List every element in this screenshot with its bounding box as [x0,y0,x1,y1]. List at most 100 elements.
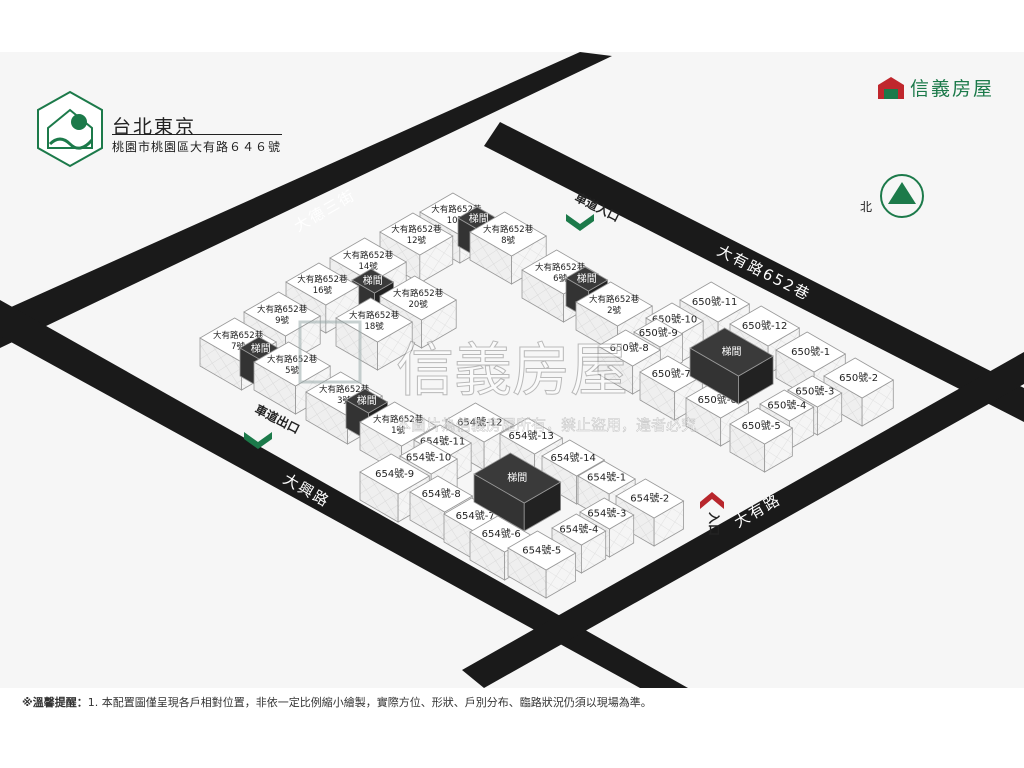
stair-650-roof [689,327,774,377]
unit-650-3-roof [633,318,684,348]
building-20-label: 大有路652巷 [393,288,444,299]
unit-650-6-roof [775,331,847,373]
brand-house-icon [878,76,904,99]
unit-650-10-label: 650號-3 [795,385,834,398]
unit-650-3-label: 650號-9 [639,326,678,339]
brand-logo: 信義房屋 [878,74,994,101]
stair-8-10-label: 梯間 [469,212,489,225]
footer-note-prefix: ※溫馨提醒： [22,696,88,709]
unit-654-2-roof [499,417,564,455]
unit-654-11-roof [579,497,635,530]
brand-name: 信義房屋 [910,78,995,100]
building-1-label: 大有路652巷 [373,414,424,425]
pedestrian-entrance-label: 入口 [707,512,721,536]
stair-7-5-label: 梯間 [251,342,271,355]
unit-654-6: 654號-9 [359,453,431,523]
stair-654: 梯間 [473,452,562,532]
unit-650-8: 650號-2 [823,357,895,427]
unit-654-10-label: 654號-7 [456,509,495,522]
stair-650-label: 梯間 [722,345,742,358]
unit-650-1-label: 650號-11 [692,295,737,308]
building-3-label: 大有路652巷 [319,384,370,395]
unit-654-4-roof [399,440,458,475]
unit-650-10-roof [787,375,843,408]
unit-654-12-label: 654號-6 [482,527,521,540]
building-20-label: 20號 [408,299,428,310]
community-logo-icon [37,90,103,168]
unit-650-1-roof [679,281,751,323]
building-1-label: 1號 [391,425,405,436]
building-5-label: 大有路652巷 [267,354,318,365]
building-2-label: 2號 [607,305,621,316]
unit-650-6-label: 650號-1 [791,345,830,358]
unit-654-14-label: 654號-5 [522,544,561,557]
north-compass: 北 [860,174,924,218]
watermark-sub: 本圖片為信義房屋所有，禁止盜用，違者必究 [396,416,696,434]
building-14-label: 大有路652巷 [343,250,394,261]
footer-note: ※溫馨提醒：1. 本配置圖僅呈現各戶相對位置，非依一定比例縮小繪製，實際方位、形… [22,694,652,710]
unit-654-14-roof [507,530,577,571]
unit-650-8-label: 650號-2 [839,371,878,384]
compass-label: 北 [860,200,872,214]
watermark-logo-icon [298,320,362,384]
building-6-label: 6號 [553,273,567,284]
stair-3-1-roof [345,388,389,414]
stair-650: 梯間 [689,327,774,405]
unit-654-5-label: 654號-14 [550,451,595,464]
driveway-entrance-icon [566,214,594,231]
building-2-roof [575,281,654,327]
compass-ring [880,174,924,218]
unit-654-6-roof [359,453,431,495]
building-18-label: 18號 [364,321,384,332]
unit-650-4-label: 650號-12 [742,319,787,332]
unit-654-2-label: 654號-13 [508,429,553,442]
building-18-label: 大有路652巷 [349,310,400,321]
building-2-label: 大有路652巷 [589,294,640,305]
unit-650-7-label: 650號-7 [652,367,691,380]
building-14-roof [329,237,408,283]
unit-654-7-roof [577,460,636,495]
building-6-label: 大有路652巷 [535,262,586,273]
north-arrow-icon [888,182,916,204]
building-8-label: 8號 [501,235,515,246]
unit-650-5-label: 650號-8 [610,341,649,354]
unit-650-12-label: 650號-5 [742,419,781,432]
building-16-roof [285,262,360,306]
stair-14-20-label: 梯間 [363,274,383,287]
unit-650-12-roof [729,407,794,445]
unit-654-8-roof [409,475,474,513]
pedestrian-entrance-icon [700,492,724,509]
unit-654-14: 654號-5 [507,530,577,599]
building-10-label: 10號 [447,215,467,226]
stair-14-20-roof [351,268,395,294]
header-divider [112,134,282,135]
watermark: 信義房屋 本圖片為信義房屋所有，禁止盜用，違者必究 [298,320,696,434]
footer-note-text: 1. 本配置圖僅呈現各戶相對位置，非依一定比例縮小繪製，實際方位、形狀、戶別分布… [87,696,652,709]
building-16-label: 大有路652巷 [297,274,348,285]
building-8-roof [469,211,548,257]
stair-654-label: 梯間 [507,471,527,484]
building-8-label: 大有路652巷 [483,224,534,235]
building-5-label: 5號 [285,365,299,376]
unit-654-11-label: 654號-3 [587,507,626,520]
road-dayou [462,352,1024,688]
unit-654-6-label: 654號-9 [375,467,414,480]
stair-6-2-label: 梯間 [577,272,597,285]
stair-654-roof [473,452,562,504]
community-name: 台北東京 [112,116,197,138]
unit-650-8-roof [823,357,895,399]
unit-654-1-label: 654號-12 [457,416,502,429]
building-9-label: 9號 [275,315,289,326]
unit-654-8-label: 654號-8 [422,487,461,500]
unit-650-11-label: 650號-4 [767,399,806,412]
unit-654-9-label: 654號-2 [630,492,669,505]
road-dayou-652-lane [484,122,1024,422]
road-dadesanjie [0,52,612,348]
driveway-exit-icon [244,432,272,449]
building-12-roof [379,212,454,256]
unit-654-13: 654號-4 [551,513,607,574]
stair-3-1-label: 梯間 [357,394,377,407]
